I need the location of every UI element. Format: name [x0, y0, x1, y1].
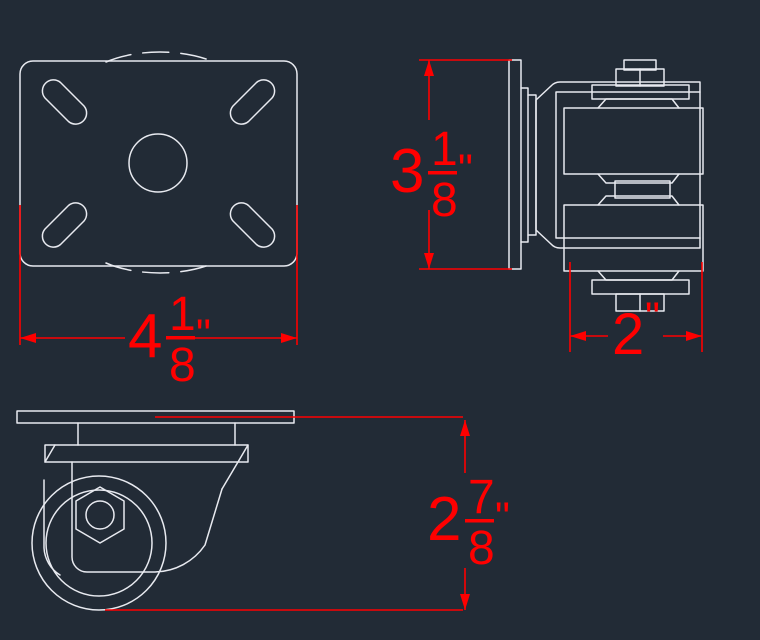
fraction-bar [465, 519, 494, 523]
wheel-outer-circle [31, 475, 167, 611]
dim-unit-mark: " [196, 310, 211, 357]
mounting-plate-outline [19, 60, 298, 267]
wheel-upper-hub-chamfer [597, 173, 680, 184]
dim-whole-number: 3 [390, 137, 424, 206]
dim-numerator: 1 [169, 288, 196, 341]
dim-denominator: 8 [468, 522, 495, 575]
wheel-lower-hub-chamfer [597, 195, 680, 206]
dim-unit-mark: " [645, 293, 660, 340]
dimension-label-plate-width: 4 1 8 " [128, 288, 211, 392]
caster-side-view [16, 410, 295, 611]
wheel-plan-view [508, 59, 704, 312]
dimension-overall-height [105, 416, 470, 611]
dim-unit-mark: " [458, 145, 473, 192]
fork-bracket [555, 91, 701, 239]
fork-leg-profile [71, 482, 223, 573]
axle-hole [85, 500, 115, 530]
dim-numerator: 7 [468, 471, 495, 524]
dim-unit-mark: " [495, 493, 510, 540]
arrow-top [424, 60, 434, 76]
dimension-plate-depth [419, 59, 512, 270]
wheel-lower-half [563, 204, 704, 272]
fork-top-bevel-right [237, 444, 249, 463]
fork-top-bevel-left [44, 444, 56, 463]
raceway-layer-outer [520, 87, 529, 243]
dim-denominator: 8 [431, 174, 458, 227]
wheel-inner-circle [45, 489, 153, 597]
arrow-bottom [460, 594, 470, 610]
arrow-right [281, 333, 297, 343]
fork-leg-inner-edge [43, 479, 61, 576]
bolt-slot-bottom-left [41, 202, 88, 248]
fork-body [535, 81, 701, 249]
arrow-left [570, 331, 586, 341]
arrow-top [460, 420, 470, 436]
fraction-bar [166, 336, 195, 340]
dim-denominator: 8 [169, 339, 196, 392]
dim-whole-number: 4 [128, 302, 162, 371]
fork-leg-right-outer [221, 461, 239, 490]
raceway-hidden-arc-bottom [105, 262, 215, 274]
dim-numerator: 1 [431, 123, 458, 176]
raceway-hidden-arc-top [105, 51, 215, 63]
kingpin-hole [128, 133, 188, 193]
dimension-wheel-width [569, 262, 703, 352]
dimension-label-plate-depth: 3 1 8 " [390, 123, 473, 227]
fork-top-housing [44, 444, 249, 463]
raceway-neck [77, 422, 236, 446]
fraction-bar [428, 171, 457, 175]
hex-axle-nut [75, 486, 125, 544]
arrow-bottom [424, 253, 434, 269]
arrow-right [686, 331, 702, 341]
bolt-slot-top-left [41, 79, 88, 125]
dimension-label-overall-height: 2 7 8 " [427, 471, 510, 575]
dimension-plate-width [19, 205, 298, 345]
plate-edge-profile [508, 59, 522, 270]
dim-whole-number: 2 [427, 485, 461, 554]
wheel-upper-half [563, 107, 704, 175]
bolt-slot-bottom-right [229, 202, 276, 248]
arrow-left [20, 333, 36, 343]
dim-whole-number: 2 [612, 302, 644, 367]
top-plate-view [19, 51, 298, 274]
bolt-slot-top-right [229, 79, 276, 125]
dimension-label-wheel-width: 2 " [612, 293, 660, 367]
axle-spacer [614, 180, 671, 199]
